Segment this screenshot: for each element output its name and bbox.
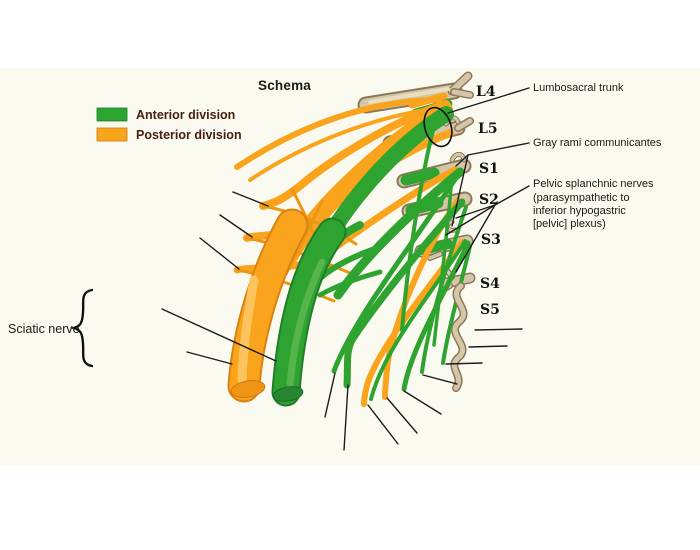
- leader-line[interactable]: [455, 154, 469, 167]
- leader-line[interactable]: [403, 390, 442, 415]
- pelvic-splanchnic-label-line3: inferior hypogastric: [533, 205, 626, 217]
- sciatic-nerve-trunk: [227, 208, 347, 407]
- sciatic-nerve-label: Sciatic nerve: [8, 322, 80, 336]
- leader-line[interactable]: [324, 372, 336, 418]
- leader-line[interactable]: [445, 204, 496, 236]
- root-label-s1: S1: [479, 161, 499, 177]
- leader-line[interactable]: [455, 204, 496, 273]
- gray-rami-label: Gray rami communicantes: [533, 137, 662, 149]
- lumbosacral-trunk-label: Lumbosacral trunk: [533, 82, 624, 94]
- leader-line[interactable]: [386, 397, 418, 434]
- root-label-s2: S2: [479, 192, 499, 208]
- sacral-sympathetic-chain: [450, 282, 468, 392]
- leader-lines: [161, 87, 530, 451]
- nerve-artwork: [227, 71, 476, 407]
- leader-line[interactable]: [468, 345, 508, 348]
- leader-line[interactable]: [445, 362, 483, 365]
- pelvic-splanchnic-label-line1: Pelvic splanchnic nerves: [533, 178, 654, 190]
- leader-line[interactable]: [451, 154, 469, 227]
- posterior-division-label: Posterior division: [136, 128, 242, 142]
- leader-line[interactable]: [422, 374, 458, 385]
- leader-line[interactable]: [199, 237, 240, 270]
- root-label-s5: S5: [480, 302, 500, 318]
- leader-line[interactable]: [186, 351, 233, 365]
- root-label-l5: L5: [478, 121, 498, 137]
- anterior-division-label: Anterior division: [136, 108, 235, 122]
- posterior-division-swatch: [96, 127, 128, 142]
- pelvic-splanchnic-label-line2: (parasympathetic to: [533, 192, 630, 204]
- sciatic-nerve-brace: [69, 288, 94, 368]
- leader-line[interactable]: [494, 185, 530, 206]
- leader-line[interactable]: [474, 328, 523, 331]
- page-title: Schema: [258, 78, 311, 93]
- labels: L4 L5 S1 S2 S3 S4 S5 Lumbosacral trunk G…: [8, 82, 662, 336]
- leader-line[interactable]: [367, 404, 399, 445]
- pelvic-splanchnic-label-line4: [pelvic] plexus): [533, 218, 606, 230]
- leader-line[interactable]: [343, 384, 349, 451]
- anterior-division-swatch: [96, 107, 128, 122]
- legend: Anterior division Posterior division: [96, 107, 242, 142]
- root-label-l4: L4: [476, 84, 496, 100]
- lumbosacral-trunk-circle[interactable]: [419, 104, 456, 150]
- leader-line[interactable]: [161, 308, 277, 362]
- root-label-s3: S3: [481, 232, 501, 248]
- leader-line[interactable]: [455, 204, 496, 219]
- leader-line[interactable]: [467, 142, 530, 156]
- leader-line[interactable]: [232, 191, 269, 207]
- leader-line[interactable]: [447, 87, 530, 114]
- leader-line[interactable]: [219, 214, 253, 238]
- root-label-s4: S4: [480, 276, 500, 292]
